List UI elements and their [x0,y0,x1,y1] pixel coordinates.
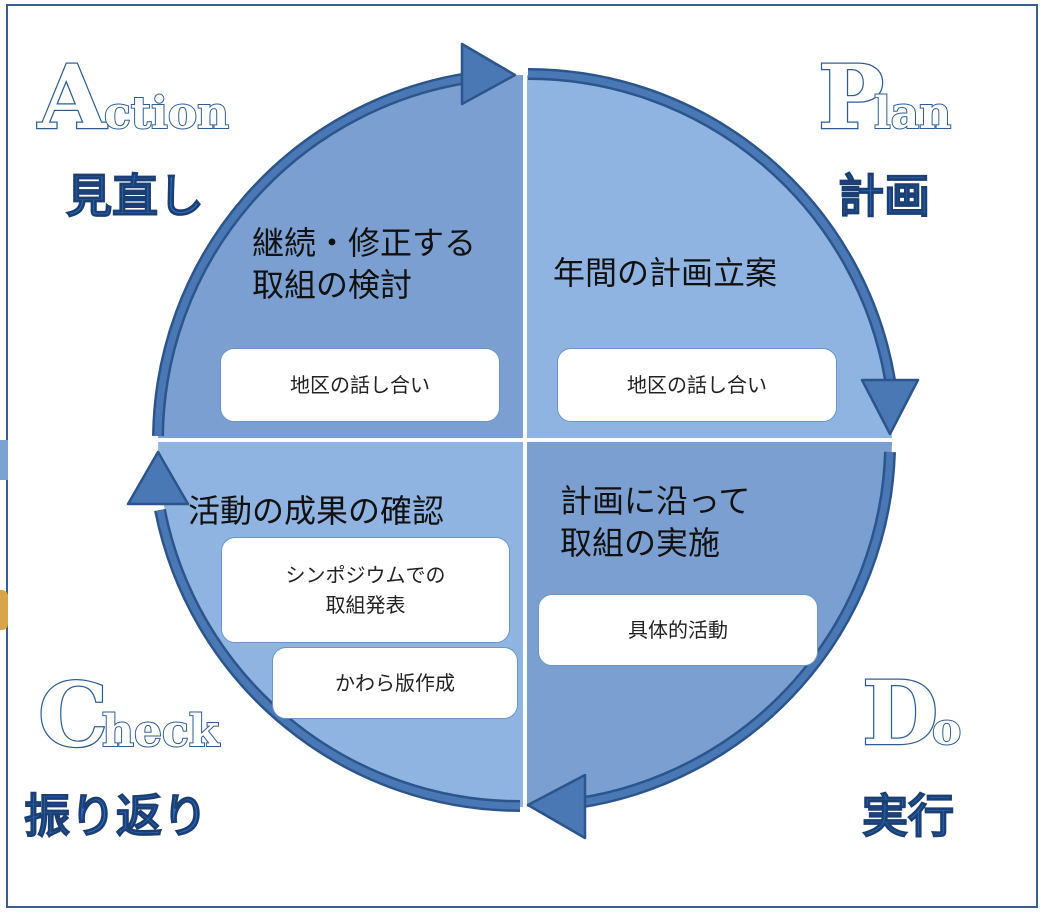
do-heading-line1: 計画に沿って [560,482,751,520]
do-ja-label: 実行 [862,789,954,843]
do-box: 具体的活動 [538,594,818,666]
action-box: 地区の話し合い [220,348,500,422]
action-rest: ction [104,88,229,139]
plan-ja-label: 計画 [838,169,930,223]
check-ja-label: 振り返り [24,789,208,843]
plan-heading: 年間の計画立案 [553,254,778,292]
do-rest: o [932,704,961,755]
action-heading: 継続・修正する 取組の検討 [252,222,476,306]
edge-decoration [0,440,8,480]
arrowhead-top [460,42,517,106]
arrowhead-right [860,378,920,436]
plan-box: 地区の話し合い [557,348,837,422]
check-rest: heck [102,706,221,757]
do-heading-line2: 取組の実施 [560,524,721,562]
check-heading: 活動の成果の確認 [188,492,445,530]
plan-initial: P [818,45,884,149]
check-box-symposium: シンポジウムでの 取組発表 [221,537,510,643]
do-heading: 計画に沿って 取組の実施 [560,480,750,564]
plan-rest: lan [874,88,951,139]
arrowhead-left [126,450,190,506]
edge-decoration [0,590,8,630]
arrowhead-bottom [526,773,587,840]
action-ja-label: 見直し [66,169,204,223]
action-heading-line1: 継続・修正する [252,224,477,262]
check-initial: C [38,663,108,767]
action-initial: A [37,45,108,149]
do-initial: D [862,661,938,765]
action-heading-line2: 取組の検討 [252,266,413,304]
check-box-newsletter: かわら版作成 [272,647,518,719]
